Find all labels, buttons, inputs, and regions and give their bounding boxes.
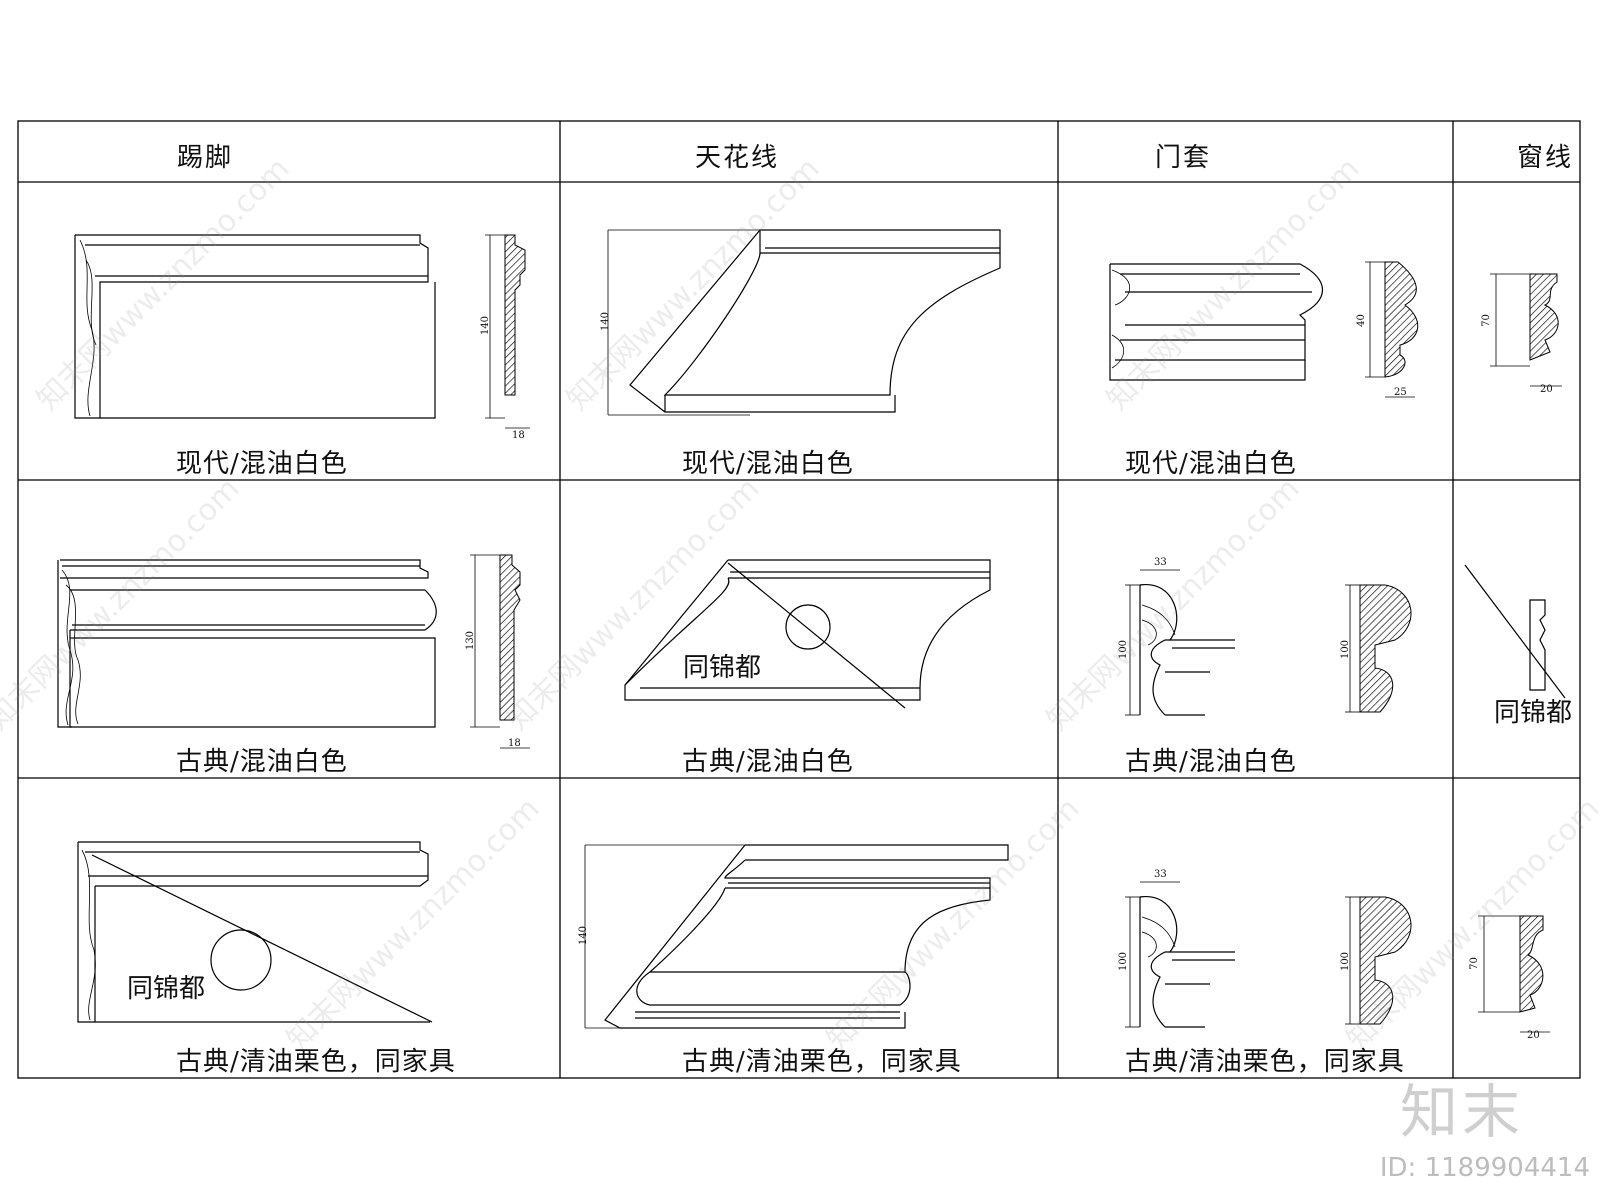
window-varnish-section (1478, 915, 1550, 1033)
header-skirting: 踢脚 (177, 143, 234, 173)
skirting-classic-section (470, 554, 530, 749)
dim-label: 25 (1394, 387, 1407, 398)
skirting-varnish-elevation (77, 841, 433, 1023)
dim-label: 40 (1355, 314, 1367, 327)
ceiling-varnish-profile (584, 844, 1009, 1029)
caption-skirting-modern: 现代/混油白色 (176, 449, 348, 479)
image-id: ID: 1189904414 (1379, 1153, 1590, 1183)
table-grid (17, 120, 1581, 1079)
dim-label: 18 (512, 430, 525, 441)
header-window-trim: 窗线 (1517, 143, 1574, 173)
ceiling-classic-profile (624, 559, 991, 709)
skirting-classic-elevation (57, 559, 437, 728)
caption-ceiling-modern: 现代/混油白色 (682, 449, 854, 479)
dim-label: 33 (1154, 869, 1167, 880)
dim-label: 100 (1118, 951, 1130, 972)
caption-skirting-varnish: 古典/清油栗色，同家具 (176, 1047, 456, 1077)
dim-label: 130 (465, 630, 477, 651)
note-ceiling-classic: 同锦都 (683, 653, 762, 683)
door-modern-elevation (1109, 263, 1324, 381)
caption-skirting-classic: 古典/混油白色 (176, 747, 348, 777)
dim-label: 20 (1540, 384, 1553, 395)
dim-label: 140 (600, 311, 612, 332)
door-varnish-section (1345, 896, 1412, 1025)
caption-ceiling-classic: 古典/混油白色 (682, 747, 854, 777)
dim-label: 100 (1118, 639, 1130, 660)
window-classic-profile (1464, 564, 1566, 699)
caption-door-varnish: 古典/清油栗色，同家具 (1125, 1047, 1405, 1077)
dim-label: 18 (508, 738, 521, 749)
ceiling-modern-profile (607, 229, 1001, 416)
dim-label: 140 (480, 315, 492, 336)
skirting-modern-section (485, 234, 530, 429)
brand-logo: 知末 (1400, 1078, 1525, 1146)
note-skirting-varnish: 同锦都 (127, 974, 206, 1004)
window-modern-section (1490, 273, 1562, 387)
dim-label: 70 (1480, 314, 1492, 327)
door-classic-elevation (1125, 569, 1235, 716)
header-door-casing: 门套 (1155, 143, 1212, 173)
dim-label: 100 (1340, 951, 1352, 972)
skirting-modern-elevation (74, 234, 436, 419)
caption-door-classic: 古典/混油白色 (1125, 747, 1297, 777)
header-ceiling-line: 天花线 (695, 143, 780, 173)
dim-label: 33 (1154, 557, 1167, 568)
dim-label: 70 (1468, 957, 1480, 970)
door-classic-section (1345, 584, 1412, 713)
door-modern-section (1365, 261, 1419, 398)
caption-ceiling-varnish: 古典/清油栗色，同家具 (682, 1047, 962, 1077)
dim-label: 20 (1527, 1030, 1540, 1041)
caption-door-modern: 现代/混油白色 (1125, 449, 1297, 479)
door-varnish-elevation (1125, 881, 1235, 1028)
note-window-classic: 同锦都 (1494, 698, 1573, 728)
dim-label: 140 (578, 925, 590, 946)
dim-label: 100 (1340, 639, 1352, 660)
